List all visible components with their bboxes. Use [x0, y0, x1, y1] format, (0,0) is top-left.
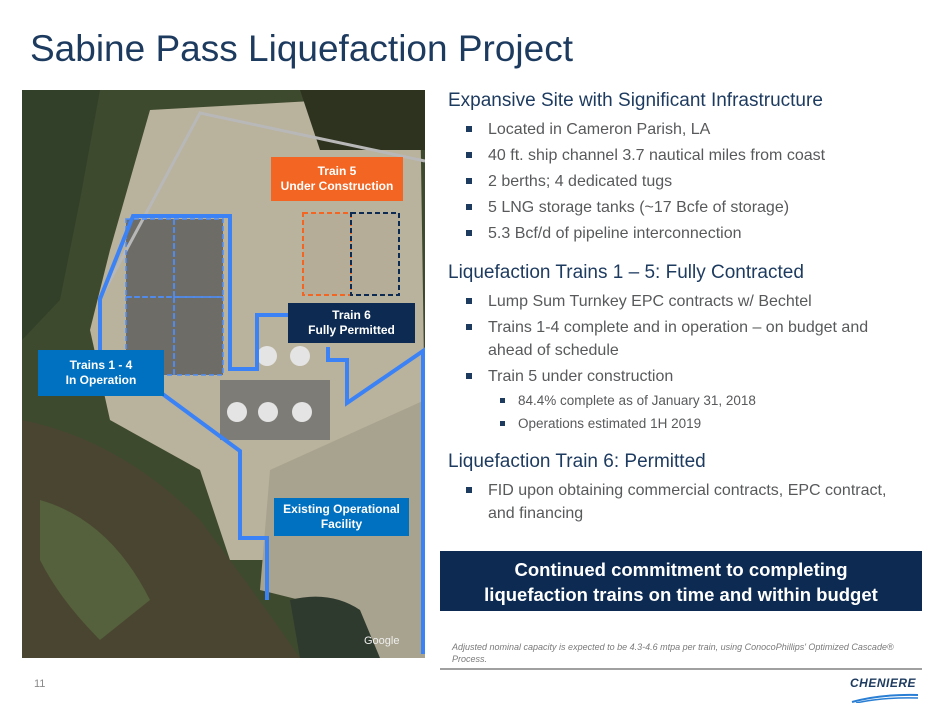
label-line: Train 5: [317, 164, 357, 178]
page-title: Sabine Pass Liquefaction Project: [30, 28, 574, 69]
section-trains-1-5: Liquefaction Trains 1 – 5: Fully Contrac…: [448, 262, 908, 434]
trains-1-4-boxes: [125, 218, 224, 376]
logo-swoosh-icon: [851, 693, 919, 704]
footer-divider: [440, 668, 922, 670]
bullet: 5.3 Bcf/d of pipeline interconnection: [448, 222, 908, 245]
footnote: Adjusted nominal capacity is expected to…: [452, 642, 894, 664]
section-heading: Liquefaction Train 6: Permitted: [448, 451, 706, 472]
lng-tanks: [227, 346, 312, 422]
label-line: Facility: [320, 517, 363, 531]
bullet: 2 berths; 4 dedicated tugs: [448, 170, 908, 193]
page-number: 11: [34, 678, 46, 690]
map-attribution: Google: [364, 635, 400, 647]
label-line: Fully Permitted: [308, 323, 395, 337]
bullet: Located in Cameron Parish, LA: [448, 118, 908, 141]
commitment-banner: Continued commitment to completing lique…: [440, 551, 922, 611]
label-line: Under Construction: [280, 179, 394, 193]
section-infrastructure: Expansive Site with Significant Infrastr…: [448, 90, 908, 245]
logo-text: CHENIERE: [850, 676, 917, 690]
bullet: Trains 1-4 complete and in operation – o…: [448, 316, 908, 362]
section-train-6: Liquefaction Train 6: Permitted FID upon…: [448, 451, 908, 525]
sub-bullet: Operations estimated 1H 2019: [448, 414, 908, 434]
site-boundary: [98, 214, 293, 600]
section-heading: Expansive Site with Significant Infrastr…: [448, 90, 823, 111]
label-line: Train 6: [332, 308, 371, 322]
cheniere-logo: CHENIERE: [850, 676, 920, 704]
banner-line: Continued commitment to completing: [514, 559, 848, 580]
label-line: Trains 1 - 4: [69, 358, 133, 372]
bullet: FID upon obtaining commercial contracts,…: [448, 479, 908, 525]
bullet: Lump Sum Turnkey EPC contracts w/ Bechte…: [448, 290, 908, 313]
section-heading: Liquefaction Trains 1 – 5: Fully Contrac…: [448, 262, 804, 283]
bullet: Train 5 under construction: [448, 365, 908, 388]
sub-bullet: 84.4% complete as of January 31, 2018: [448, 391, 908, 411]
banner-line: liquefaction trains on time and within b…: [484, 584, 878, 605]
content-column: Expansive Site with Significant Infrastr…: [448, 90, 908, 542]
train-6-box: [350, 212, 400, 296]
bullet: 5 LNG storage tanks (~17 Bcfe of storage…: [448, 196, 908, 219]
bullet: 40 ft. ship channel 3.7 nautical miles f…: [448, 144, 908, 167]
label-line: In Operation: [65, 373, 137, 387]
label-line: Existing Operational: [283, 502, 400, 516]
